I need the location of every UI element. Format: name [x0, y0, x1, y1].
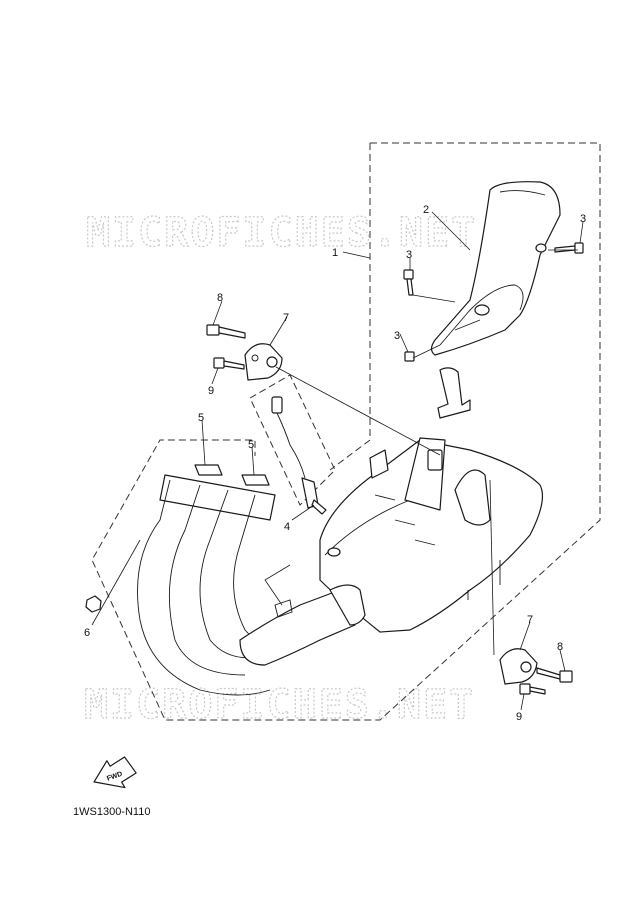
oxygen-sensor — [271, 396, 327, 515]
callout-4: 4 — [284, 521, 290, 533]
bolt-9-lower — [519, 683, 546, 695]
callout-5-right: 5 — [248, 439, 254, 451]
muffler-body — [319, 437, 543, 633]
muffler-assembly-boundary — [91, 142, 601, 721]
callout-3-upper: 3 — [406, 249, 412, 261]
callout-7-lower: 7 — [527, 614, 533, 626]
nut-6 — [85, 595, 102, 613]
leader-lines — [91, 211, 584, 711]
bolt-8-lower — [536, 667, 573, 683]
callout-1: 1 — [332, 247, 338, 259]
muffler-boundary-inner — [329, 143, 371, 471]
callout-8-upper: 8 — [217, 292, 223, 304]
gasket-5-left — [194, 464, 223, 476]
callout-6: 6 — [84, 627, 90, 639]
callout-3-lower: 3 — [394, 330, 400, 342]
callout-8-lower: 8 — [557, 641, 563, 653]
callout-9-lower: 9 — [516, 711, 522, 723]
exhaust-header-pipes — [137, 474, 366, 696]
callout-5-left: 5 — [198, 412, 204, 424]
callout-2: 2 — [423, 204, 429, 216]
bracket-7-upper — [244, 343, 283, 381]
bolt-3-right — [554, 242, 584, 254]
callout-3-right: 3 — [580, 213, 586, 225]
bracket-7-lower — [499, 648, 538, 685]
bolt-3-lower — [404, 351, 415, 362]
watermark-top: MICROFICHES.NET — [86, 210, 477, 256]
bolt-3-upper — [403, 269, 414, 296]
callout-7-upper: 7 — [283, 312, 289, 324]
muffler-stay — [437, 367, 471, 419]
forward-arrow-icon: FWD — [93, 756, 137, 789]
diagram-code: 1WS1300-N110 — [73, 806, 150, 818]
muffler-cover — [430, 181, 561, 356]
bolt-9-upper — [213, 357, 245, 370]
gasket-5-right — [241, 474, 270, 486]
callout-9-upper: 9 — [208, 385, 214, 397]
bolt-8-upper — [206, 324, 246, 339]
watermark-bottom: MICROFICHES.NET — [84, 682, 475, 728]
